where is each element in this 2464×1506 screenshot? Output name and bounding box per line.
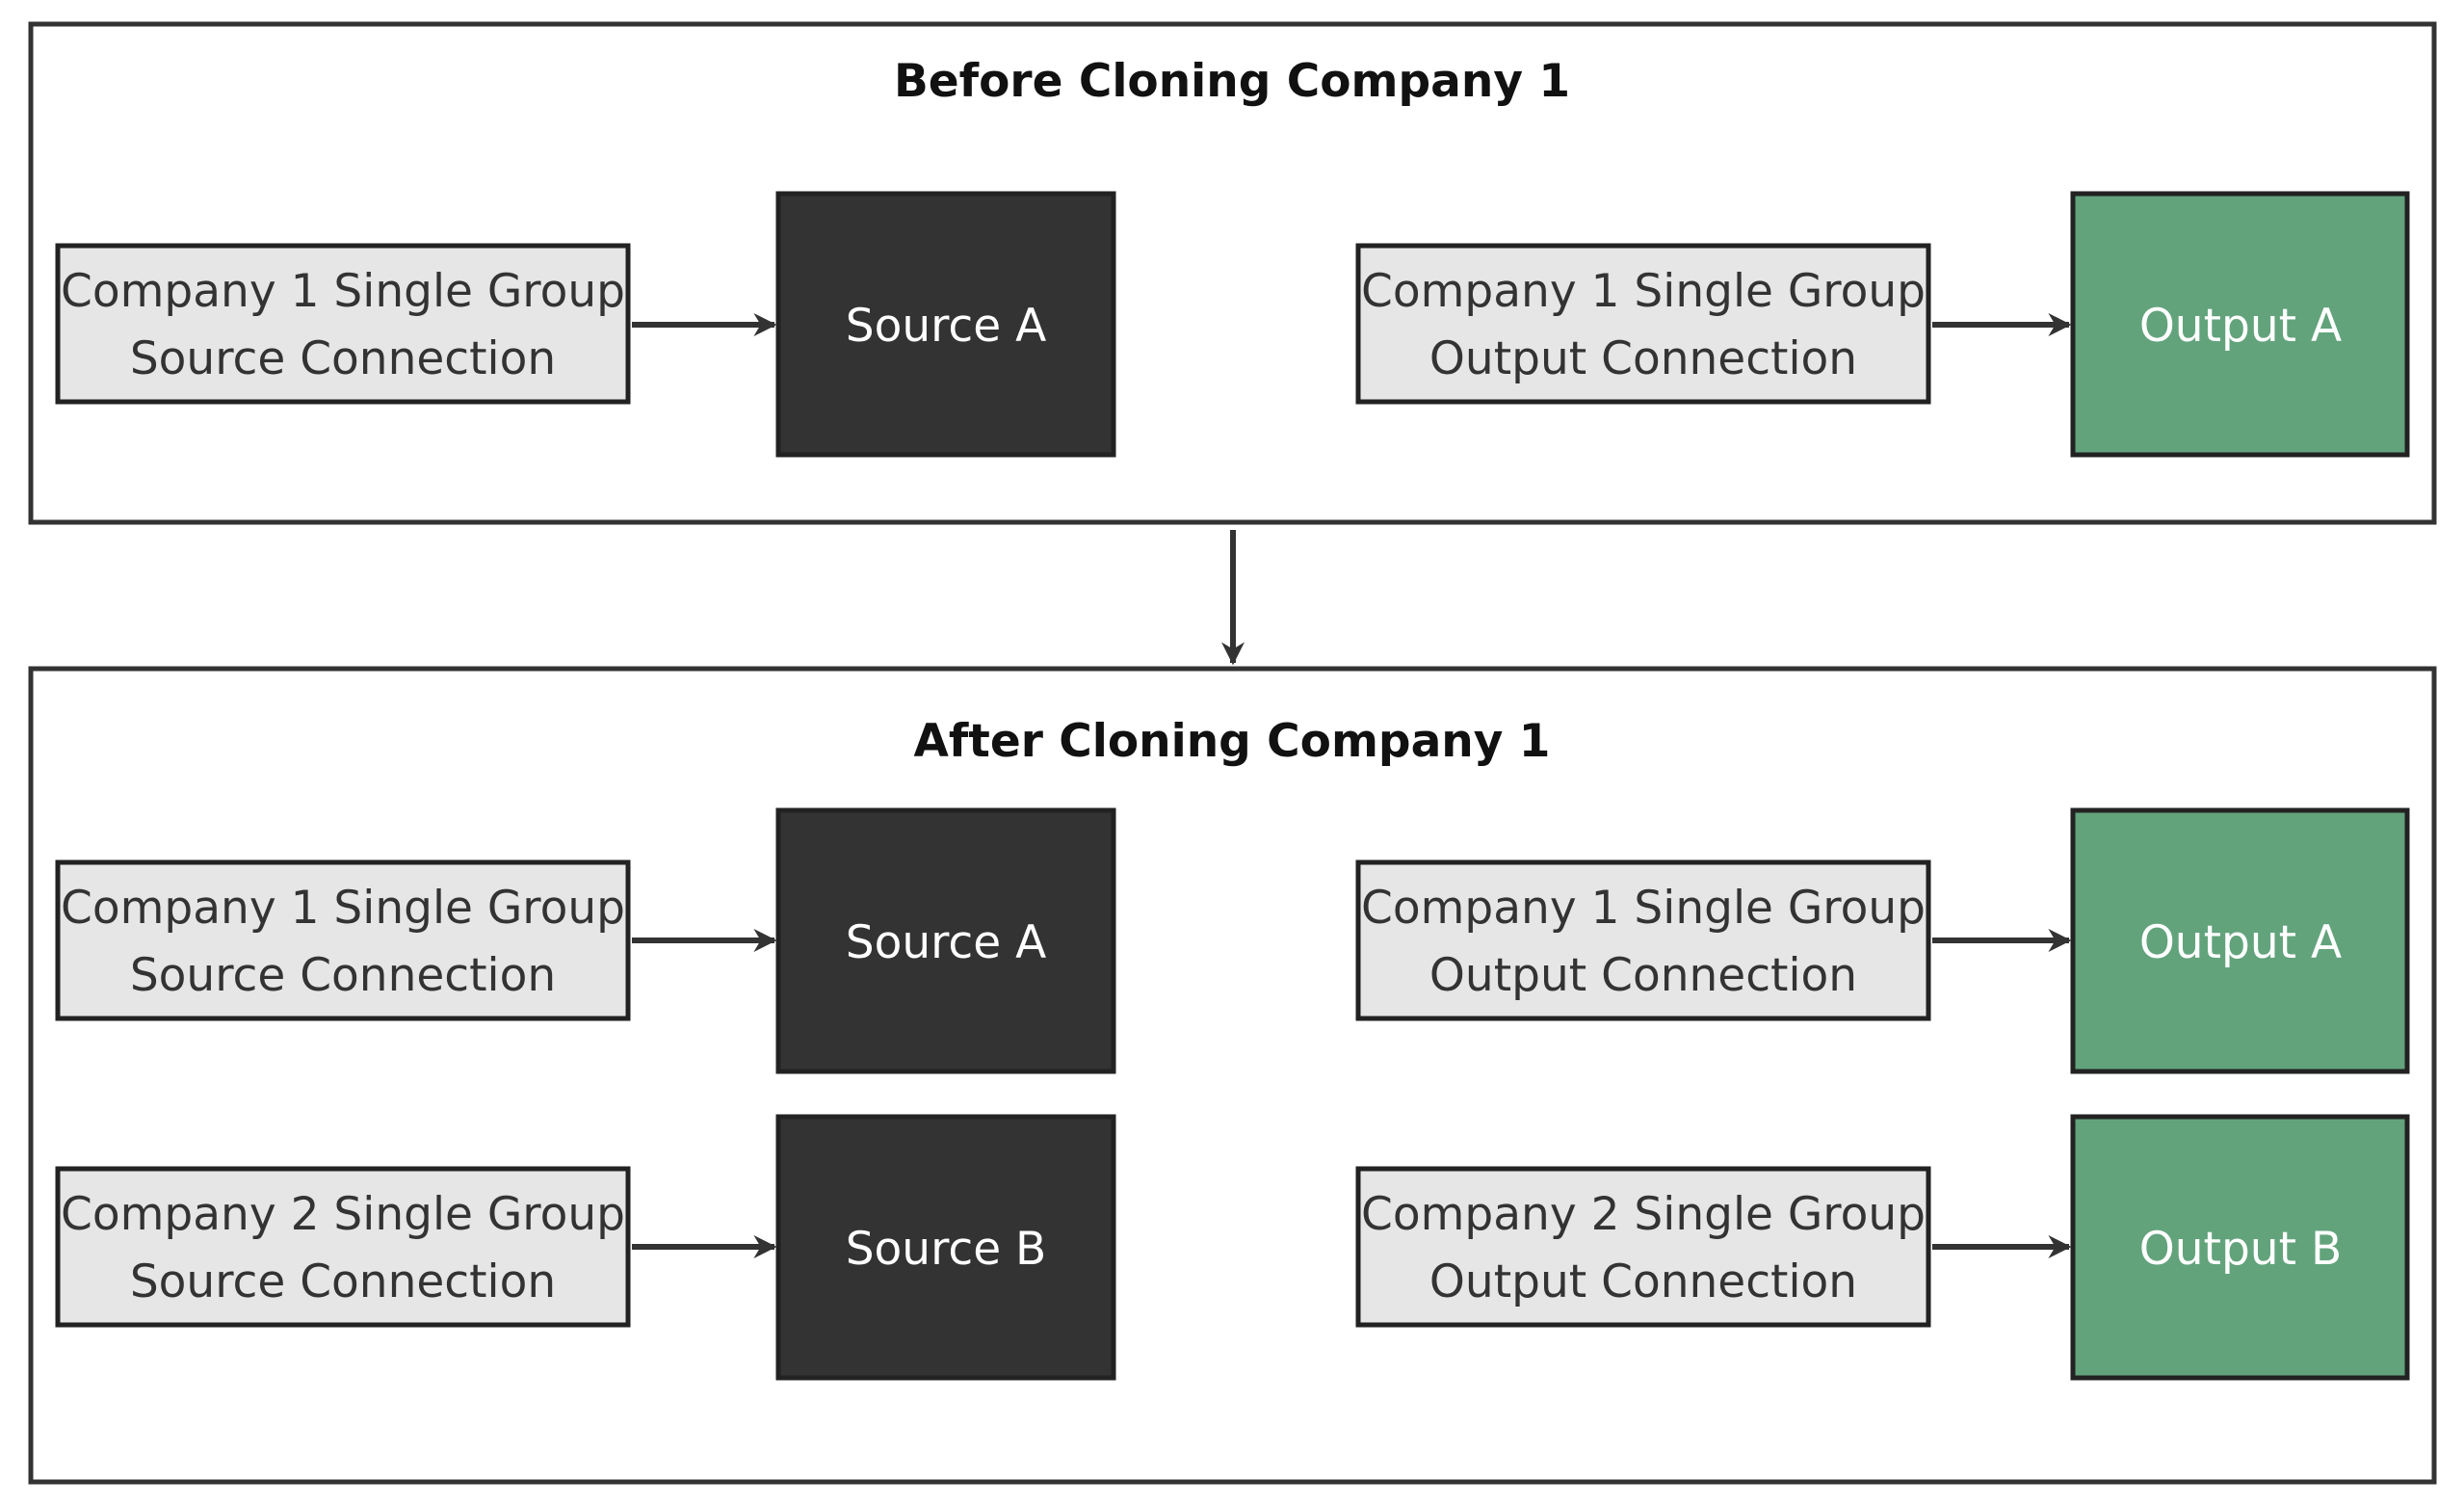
source-connection-node: Company 1 Single Group Source Connection <box>55 243 631 405</box>
source-node: Source B <box>775 1114 1116 1381</box>
source-connection-label-line-2: Source Connection <box>130 1255 556 1308</box>
after-row-2: Company 2 Single Group Source Connection… <box>55 1114 2410 1381</box>
source-connection-label-line-2: Source Connection <box>130 949 556 1002</box>
source-connection-label-line-1: Company 2 Single Group <box>61 1188 625 1241</box>
source-node: Source A <box>775 807 1116 1074</box>
output-connection-label-line-1: Company 1 Single Group <box>1361 265 1926 318</box>
output-node: Output A <box>2070 191 2410 458</box>
output-connection-label-line-1: Company 1 Single Group <box>1361 882 1926 935</box>
output-connection-label-line-2: Output Connection <box>1429 332 1857 385</box>
after-row-1: Company 1 Single Group Source Connection… <box>55 807 2410 1074</box>
output-connection-node: Company 1 Single Group Output Connection <box>1355 243 1931 405</box>
output-connection-label-line-2: Output Connection <box>1429 949 1857 1002</box>
output-node: Output B <box>2070 1114 2410 1381</box>
before-panel: Before Cloning Company 1 Company 1 Singl… <box>28 21 2437 525</box>
before-row-1: Company 1 Single Group Source Connection… <box>55 191 2410 458</box>
output-connection-node: Company 1 Single Group Output Connection <box>1355 859 1931 1021</box>
source-label: Source A <box>846 916 1047 969</box>
before-panel-title: Before Cloning Company 1 <box>894 55 1570 108</box>
source-connection-node: Company 1 Single Group Source Connection <box>55 859 631 1021</box>
output-connection-node: Company 2 Single Group Output Connection <box>1355 1166 1931 1328</box>
source-connection-node: Company 2 Single Group Source Connection <box>55 1166 631 1328</box>
output-label: Output A <box>2139 916 2342 969</box>
source-connection-label-line-1: Company 1 Single Group <box>61 882 625 935</box>
output-node: Output A <box>2070 807 2410 1074</box>
after-panel: After Cloning Company 1 Company 1 Single… <box>28 666 2437 1485</box>
after-panel-title: After Cloning Company 1 <box>914 715 1551 768</box>
source-connection-label-line-2: Source Connection <box>130 332 556 385</box>
output-label: Output A <box>2139 300 2342 353</box>
output-label: Output B <box>2139 1223 2342 1276</box>
output-connection-label-line-1: Company 2 Single Group <box>1361 1188 1926 1241</box>
output-connection-label-line-2: Output Connection <box>1429 1255 1857 1308</box>
source-label: Source B <box>846 1223 1047 1276</box>
source-connection-label-line-1: Company 1 Single Group <box>61 265 625 318</box>
source-node: Source A <box>775 191 1116 458</box>
source-label: Source A <box>846 300 1047 353</box>
after-panel-frame <box>28 666 2437 1485</box>
